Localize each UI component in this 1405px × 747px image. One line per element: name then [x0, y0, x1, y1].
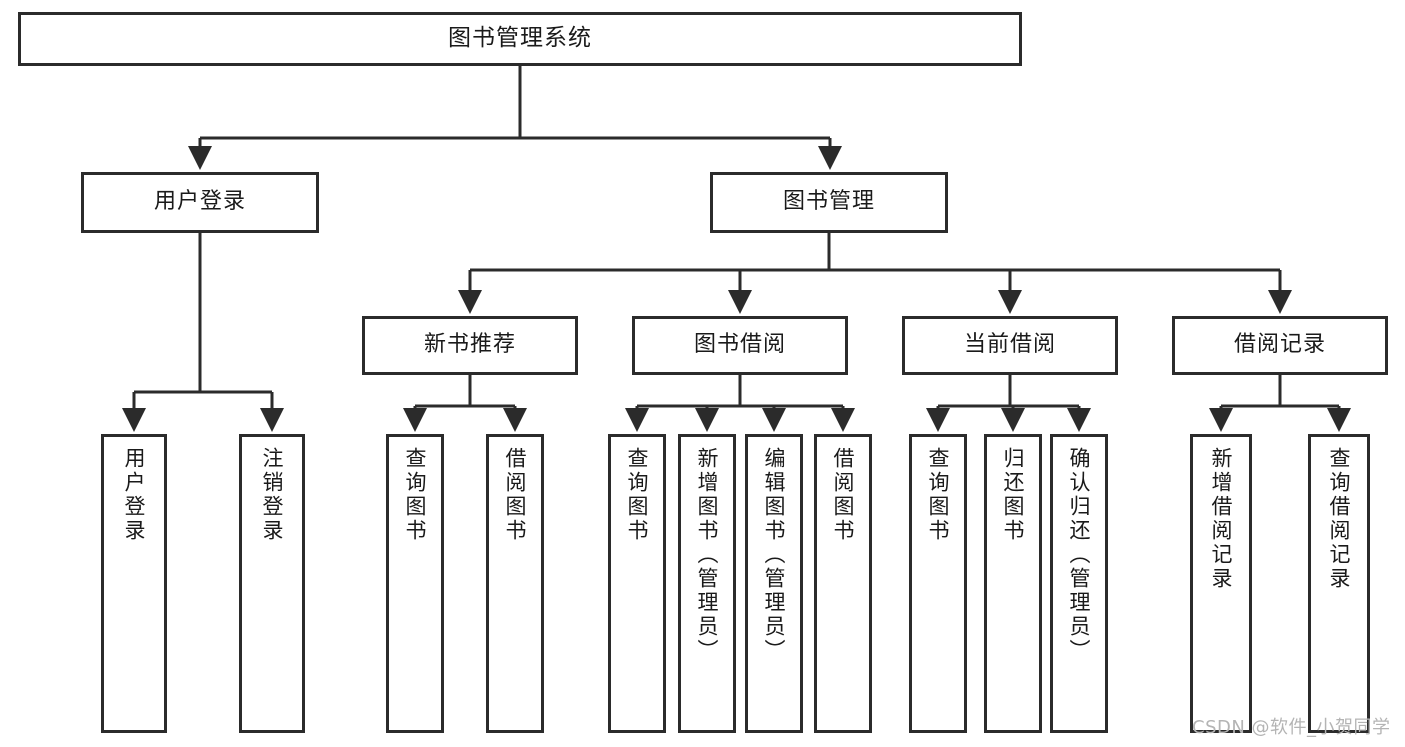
node-leaf-record-find[interactable]: 查询借阅记录 [1308, 434, 1370, 733]
node-leaf-rec-borrow-label: 借阅图书 [503, 447, 528, 543]
node-book-manage-label: 图书管理 [782, 189, 875, 215]
node-leaf-user-login[interactable]: 用户登录 [101, 434, 167, 733]
node-borrow-record[interactable]: 借阅记录 [1172, 316, 1388, 375]
node-leaf-rec-query[interactable]: 查询图书 [386, 434, 444, 733]
node-borrow-record-label: 借阅记录 [1233, 332, 1326, 358]
node-leaf-record-add[interactable]: 新增借阅记录 [1190, 434, 1252, 733]
node-leaf-borrow-query-label: 查询图书 [625, 447, 650, 543]
node-leaf-borrow-edit-label: 编辑图书（管理员） [762, 447, 787, 663]
node-book-manage[interactable]: 图书管理 [710, 172, 948, 233]
node-current-borrow-label: 当前借阅 [963, 332, 1056, 358]
node-leaf-cur-return-label: 归还图书 [1001, 447, 1026, 543]
node-leaf-borrow-do-label: 借阅图书 [831, 447, 856, 543]
node-leaf-rec-borrow[interactable]: 借阅图书 [486, 434, 544, 733]
node-leaf-cur-confirm[interactable]: 确认归还（管理员） [1050, 434, 1108, 733]
node-root-label: 图书管理系统 [448, 25, 592, 52]
node-leaf-borrow-add[interactable]: 新增图书（管理员） [678, 434, 736, 733]
node-leaf-user-login-label: 用户登录 [122, 447, 147, 543]
node-leaf-cur-confirm-label: 确认归还（管理员） [1067, 447, 1092, 663]
node-user-login-label: 用户登录 [153, 189, 246, 215]
node-leaf-borrow-add-label: 新增图书（管理员） [695, 447, 720, 663]
node-leaf-record-find-label: 查询借阅记录 [1327, 447, 1352, 591]
node-current-borrow[interactable]: 当前借阅 [902, 316, 1118, 375]
node-leaf-borrow-edit[interactable]: 编辑图书（管理员） [745, 434, 803, 733]
csdn-watermark: CSDN @软件_小贺同学 [1192, 717, 1391, 738]
node-leaf-user-logout-label: 注销登录 [260, 447, 285, 543]
node-leaf-cur-query-label: 查询图书 [926, 447, 951, 543]
node-root-system[interactable]: 图书管理系统 [18, 12, 1022, 66]
node-leaf-user-logout[interactable]: 注销登录 [239, 434, 305, 733]
node-user-login[interactable]: 用户登录 [81, 172, 319, 233]
node-leaf-borrow-do[interactable]: 借阅图书 [814, 434, 872, 733]
node-leaf-borrow-query[interactable]: 查询图书 [608, 434, 666, 733]
node-new-book-rec[interactable]: 新书推荐 [362, 316, 578, 375]
node-new-book-rec-label: 新书推荐 [423, 332, 516, 358]
node-book-borrow-label: 图书借阅 [693, 332, 786, 358]
node-leaf-cur-query[interactable]: 查询图书 [909, 434, 967, 733]
node-book-borrow[interactable]: 图书借阅 [632, 316, 848, 375]
node-leaf-rec-query-label: 查询图书 [403, 447, 428, 543]
node-leaf-record-add-label: 新增借阅记录 [1209, 447, 1234, 591]
node-leaf-cur-return[interactable]: 归还图书 [984, 434, 1042, 733]
